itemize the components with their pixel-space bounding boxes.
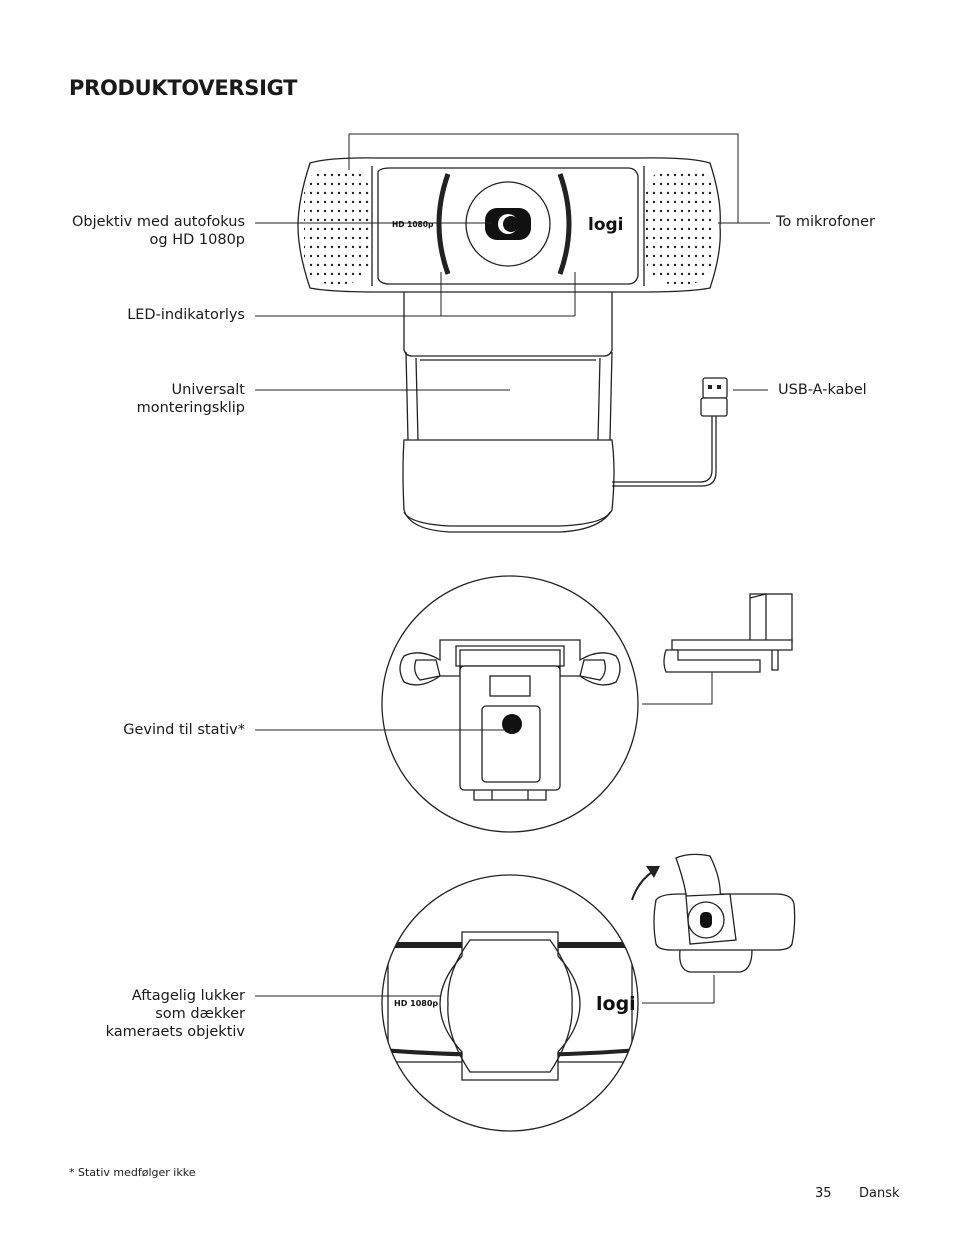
label-clip: Universalt monteringsklip (25, 381, 245, 417)
label-shutter-line3: kameraets objektiv (105, 1024, 245, 1040)
page-language: Dansk (859, 1186, 900, 1201)
page-title: PRODUKTOVERSIGT (69, 76, 298, 100)
rotate-arrow-icon (631, 866, 660, 901)
label-shutter-line1: Aftagelig lukker (131, 988, 245, 1004)
label-lens: Objektiv med autofokus og HD 1080p (25, 213, 245, 249)
label-lens-line2: og HD 1080p (149, 232, 245, 248)
logi-logo-shutter: logi (596, 993, 636, 1015)
privacy-shutter-illustration (255, 853, 796, 1132)
hd-marking: HD 1080p (392, 220, 434, 229)
hd-marking-shutter: HD 1080p (394, 999, 438, 1008)
label-shutter: Aftagelig lukker som dækker kameraets ob… (25, 987, 245, 1041)
label-tripod: Gevind til stativ* (123, 722, 245, 738)
label-clip-line2: monteringsklip (136, 400, 245, 416)
label-clip-line1: Universalt (171, 382, 245, 398)
logi-logo: logi (588, 215, 624, 235)
webcam-illustration (255, 133, 770, 533)
label-lens-line1: Objektiv med autofokus (71, 214, 245, 230)
label-shutter-line2: som dækker (155, 1006, 245, 1022)
tripod-thread-illustration (255, 575, 793, 833)
usb-connector-icon (700, 377, 728, 417)
label-microphones: To mikrofoner (776, 214, 875, 230)
footnote: * Stativ medfølger ikke (69, 1166, 196, 1179)
page-number: 35 (815, 1186, 832, 1201)
label-usb: USB-A-kabel (778, 382, 867, 398)
label-led: LED-indikatorlys (127, 307, 245, 323)
